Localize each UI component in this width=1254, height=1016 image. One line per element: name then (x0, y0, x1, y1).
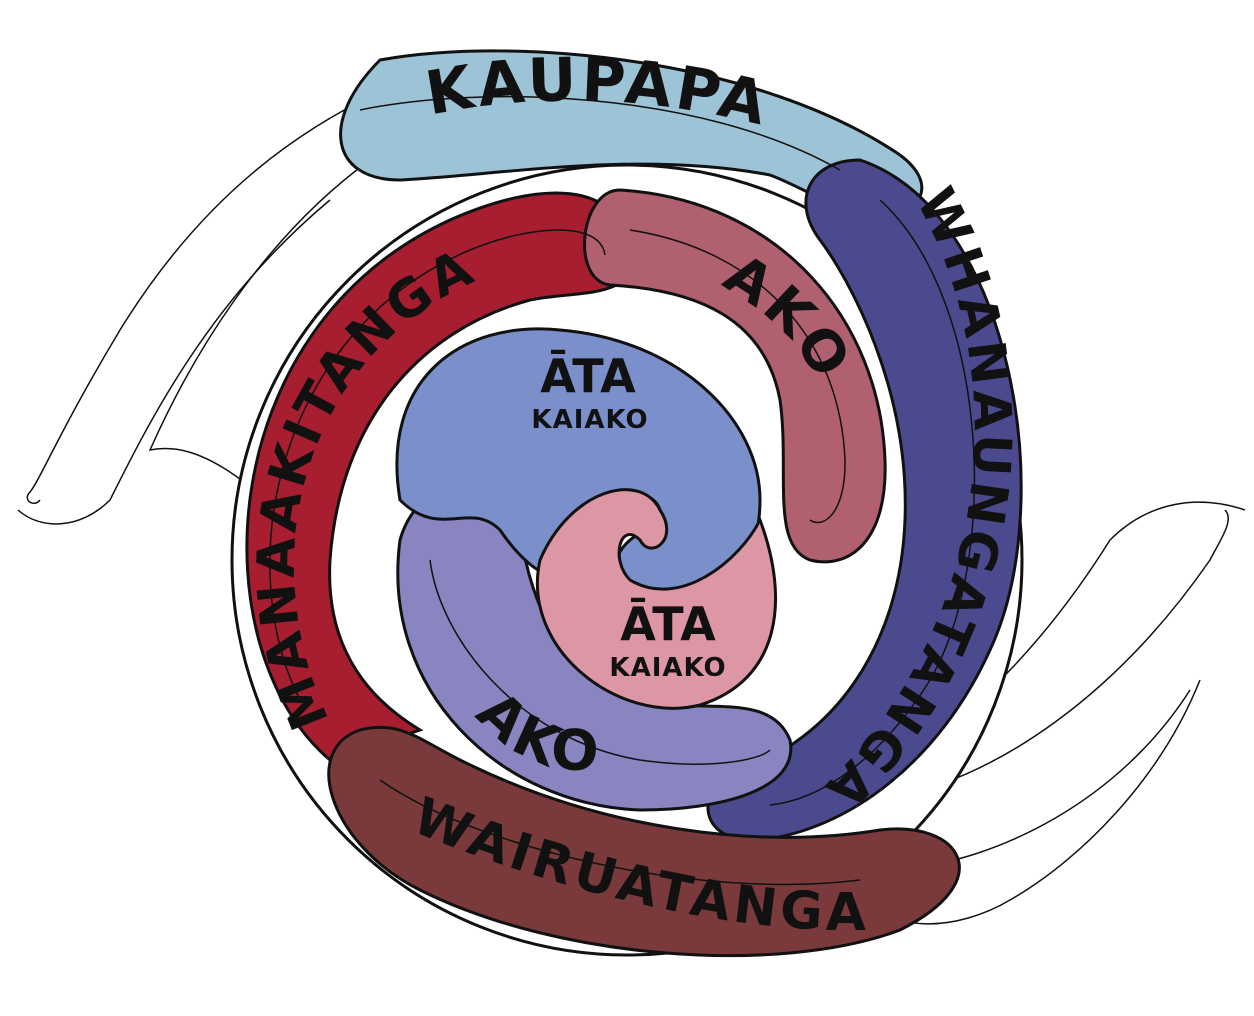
centre-upper-title: ĀTA (540, 349, 636, 403)
centre-lower-sub: KAIAKO (609, 653, 726, 683)
centre-upper-sub: KAIAKO (531, 405, 648, 435)
centre-lower-title: ĀTA (620, 597, 716, 651)
